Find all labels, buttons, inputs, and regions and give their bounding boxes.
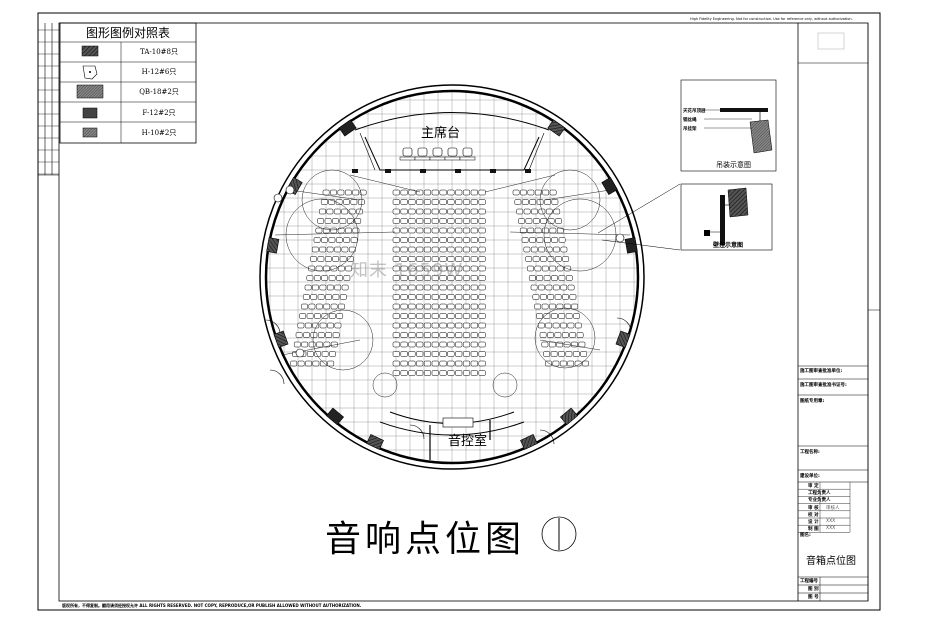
wall-detail-caption: 壁挂示意图 [713,242,744,249]
legend-table [59,22,197,144]
hanging-tag: 天花吊顶层 [683,109,706,114]
role-label: 工程负责人 [808,491,831,497]
header-note: High Fidelity Engineering. Not for const… [690,17,853,21]
drawing-number-label: 图 号 [808,595,819,600]
left-binding-strip [38,23,59,176]
role-label: 设 计 [808,520,819,525]
qb18-symbol-icon [76,84,104,99]
drawing-name: 音箱点位图 [806,556,856,567]
drawing-type-label: 图 别 [808,587,819,592]
role-label: 审 核 [808,505,819,511]
title-block-row: 施工图审查批准单位: [800,369,843,374]
legend-title: 图形图例对照表 [85,26,170,40]
hanging-detail-caption: 吊装示意图 [716,161,751,169]
project-number-label: 工程编号 [800,579,818,584]
drawing-name-label: 图名: [800,533,811,538]
ta10-symbol-icon [81,45,99,57]
watermark: 知末 1659W [350,260,464,281]
role-label: 校 对 [808,512,819,518]
h10-symbol-icon [82,127,98,138]
role-label: 专业负责人 [808,498,831,504]
title-block [797,23,880,601]
footer-copyright: 版权所有，不得复制。翻用请须经授权允许 ALL RIGHTS RESERVED.… [62,603,362,608]
legend-item-label: H-12#6只 [141,68,177,76]
role-value: 审核人 [826,505,840,511]
role-value: XXX [826,519,836,524]
title-block-row: 工程名称: [800,450,820,455]
control-room-label: 音控室 [448,434,488,449]
north-arrow-icon [541,516,577,552]
role-label: 制 图 [808,527,819,533]
hanging-tag: 吊挂架 [683,127,697,132]
wall-detail [680,183,773,251]
title-block-row: 图纸专用章: [800,399,825,404]
floor-plan [259,84,681,470]
hanging-detail [680,79,777,172]
stage-label: 主席台 [421,126,461,141]
role-value: XXX [826,526,836,532]
main-title: 音响点位图 [325,519,526,560]
hanging-tag: 钢丝绳 [683,118,697,123]
role-label: 审 定 [808,484,819,489]
title-block-row: 施工图审查批准书证号: [800,383,847,388]
legend-item-label: H-10#2只 [141,129,177,137]
f12-symbol-icon [82,107,98,119]
legend-item-label: F-12#2只 [142,109,176,117]
title-block-row: 建设单位: [800,474,820,479]
legend-item-label: TA-10#8只 [140,48,178,56]
legend-item-label: QB-18#2只 [139,88,179,96]
